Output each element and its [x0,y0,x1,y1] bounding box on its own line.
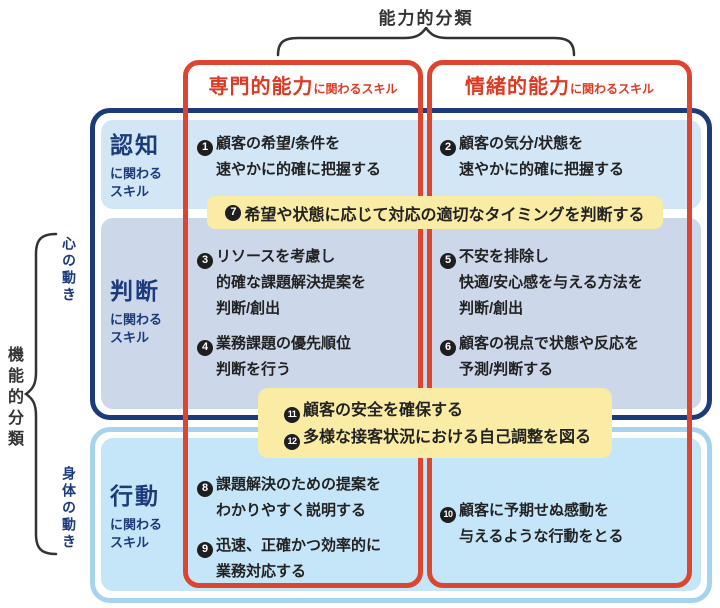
professional-ability-title: 専門的能力 [208,76,314,98]
item-8-line-2: わかりやすく説明する [216,502,367,519]
item-3-line-3: 判断/創出 [216,300,281,317]
emotional-ability-title: 情緒的能力 [464,76,570,98]
mind-movement-label: 心の動き [61,236,77,304]
item-9-line-1: 迅速、正確かつ効率的に [216,537,382,554]
item-5-line-2: 快適/安心感を与える方法を [459,274,643,291]
item-10-number-badge: 10 [440,506,456,523]
cognition-suffix-line2: スキル [110,184,150,199]
item-2-number-badge: 2 [440,139,456,156]
item-9-number-badge: 9 [197,541,213,558]
item-12-text: 多様な接客状況における自己調整を図る [303,429,592,446]
action-suffix-line2: スキル [110,535,150,550]
item-7-text: 希望や状態に応じて対応の適切なタイミングを判断する [244,206,645,224]
professional-ability-suffix: に関わるスキル [313,82,398,96]
body-movement-label: 身体の動き [61,466,77,551]
action-row-suffix: に関わる スキル [110,516,190,552]
functional-classification-title: 機能的分類 [5,346,22,451]
professional-ability-header: 専門的能力に関わるスキル [183,70,423,99]
item-9-line-2: 業務対応する [216,563,307,580]
item-6-line-2: 予測/判断する [459,361,554,378]
left-brace [24,232,58,556]
professional-ability-column [183,60,423,588]
item-1-number-badge: 1 [197,139,213,156]
item-10-line-2: 与えるような行動をとる [459,528,624,545]
action-row-label: 行動 に関わる スキル [110,477,190,552]
action-suffix-line1: に関わる [110,517,163,532]
cognition-row-band [101,120,701,209]
emotional-ability-suffix: に関わるスキル [569,82,654,96]
emotional-ability-column [427,60,692,588]
item-3-number-badge: 3 [197,252,213,269]
item-8-line-1: 課題解決のための提案を [216,476,382,493]
judgment-row-title: 判断 [110,278,160,304]
judgment-row-label: 判断 に関わる スキル [110,272,190,347]
item-6-line-1: 顧客の視点で状態や反応を [459,335,640,352]
item-1-line-2: 速やかに的確に把握する [216,161,382,178]
top-brace [276,27,576,57]
item-11-text: 顧客の安全を確保する [303,402,464,419]
cognition-row-label: 認知 に関わる スキル [110,126,190,201]
item-6-number-badge: 6 [440,339,456,356]
item-5-line-1: 不安を排除し [459,248,550,265]
item-4-line-2: 判断を行う [216,361,292,378]
item-4-number-badge: 4 [197,339,213,356]
item-5-number-badge: 5 [440,252,456,269]
item-7-number-badge: 7 [225,204,242,221]
item-10-line-1: 顧客に予期せぬ感動を [459,502,610,519]
judgment-row-band [101,218,701,409]
item-2-line-2: 速やかに的確に把握する [459,161,625,178]
item-8-number-badge: 8 [197,480,213,497]
judgment-row-suffix: に関わる スキル [110,311,190,347]
item-2-line-1: 顧客の気分/状態を [459,135,584,152]
emotional-ability-header: 情緒的能力に関わるスキル [427,70,692,99]
item-3-line-2: 的確な課題解決提案を [216,274,367,291]
item-5-line-3: 判断/創出 [459,300,524,317]
ability-classification-title: 能力的分類 [378,9,474,28]
cognition-suffix-line1: に関わる [110,166,163,181]
action-row-title: 行動 [110,483,160,509]
judgment-suffix-line1: に関わる [110,312,163,327]
judgment-suffix-line2: スキル [110,330,150,345]
item-3-line-1: リソースを考慮し [216,248,336,265]
item-4-line-1: 業務課題の優先順位 [216,335,352,352]
cognition-row-suffix: に関わる スキル [110,165,190,201]
cognition-row-title: 認知 [110,132,160,158]
item-12-number-badge: 12 [284,433,300,450]
action-row-band [101,438,701,591]
item-1-line-1: 顧客の希望/条件を [216,135,341,152]
item-11-number-badge: 11 [284,406,300,423]
